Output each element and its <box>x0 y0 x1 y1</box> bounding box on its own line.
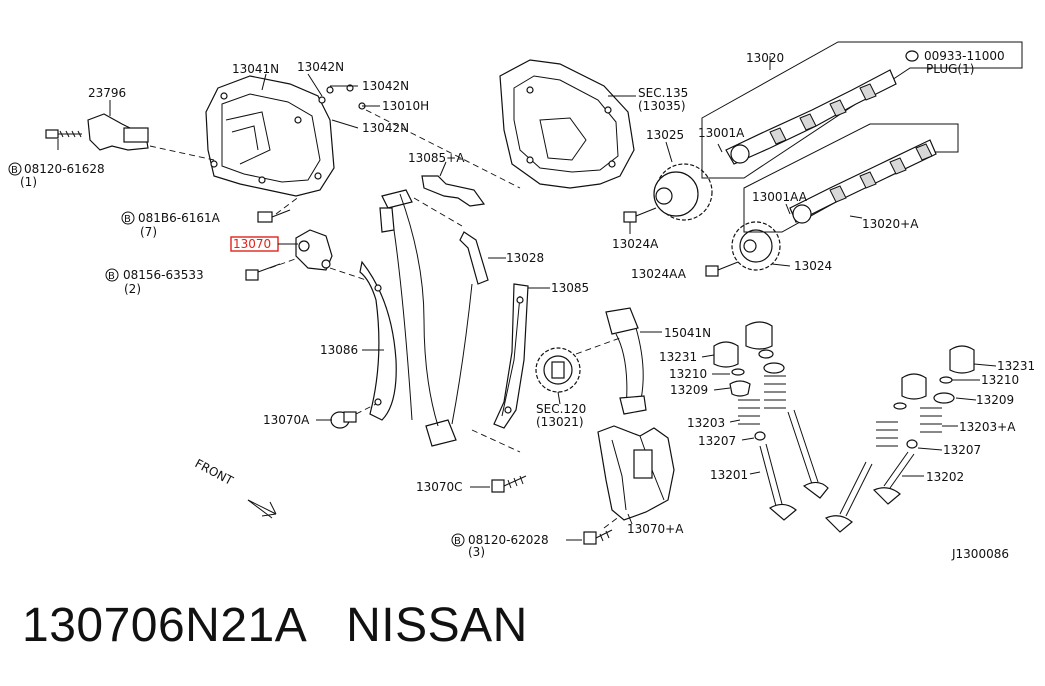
bolt-marker-1-letter: B <box>11 165 18 176</box>
bolt-08156-63533 <box>245 263 281 281</box>
label-13085: 13085 <box>551 281 589 295</box>
tensioner-13070 <box>295 229 333 271</box>
cam-sprocket-13024 <box>731 221 781 271</box>
label-13203-left: 13203 <box>687 416 725 430</box>
label-13024A: 13024A <box>612 237 659 251</box>
label-08120-61628-qty: (1) <box>20 175 37 189</box>
crank-sprocket-sec120 <box>535 347 581 393</box>
part-number-caption: 130706N21A NISSAN <box>22 599 528 652</box>
bolt-08120-61628 <box>45 129 82 150</box>
label-08156-63533: 08156-63533 <box>123 268 204 282</box>
camshaft-13020 <box>701 41 1023 179</box>
chain-guide-13085A <box>421 175 486 207</box>
label-13025: 13025 <box>646 128 684 142</box>
bolt-marker-2 <box>121 211 135 225</box>
front-cover-13041N <box>205 75 335 197</box>
label-13207-left: 13207 <box>698 434 736 448</box>
label-13207-right: 13207 <box>943 443 981 457</box>
label-13001A: 13001A <box>698 126 745 140</box>
label-13070A: 13070A <box>263 413 310 427</box>
label-08120-62028-qty: (3) <box>468 545 485 559</box>
label-13070A-plus: 13070+A <box>627 522 684 536</box>
bolt-081B6-6161A <box>257 209 291 223</box>
chain-guide-13085 <box>493 283 529 429</box>
label-13020: 13020 <box>746 51 784 65</box>
bolt-13070A <box>330 411 357 429</box>
camshaft-13020A <box>743 123 959 233</box>
sensor-23796 <box>87 100 149 151</box>
label-sec120: SEC.120 <box>536 402 586 416</box>
label-13010H: 13010H <box>382 99 429 113</box>
label-13209-right: 13209 <box>976 393 1014 407</box>
chain-15041N <box>605 307 647 415</box>
label-13024: 13024 <box>794 259 832 273</box>
bolt-13024AA <box>705 261 739 277</box>
bolt-marker-4-letter: B <box>454 536 461 547</box>
label-13042N-c: 13042N <box>362 121 409 135</box>
parts-diagram: 23796 13041N 13042N 13042N 13010H 13042N… <box>8 41 1035 561</box>
label-13086: 13086 <box>320 343 358 357</box>
label-13042N-a: 13042N <box>297 60 344 74</box>
label-13201: 13201 <box>710 468 748 482</box>
label-13203A: 13203+A <box>959 420 1016 434</box>
label-13231-left: 13231 <box>659 350 697 364</box>
label-081B6-6161A-qty: (7) <box>140 225 157 239</box>
label-08156-63533-qty: (2) <box>124 282 141 296</box>
label-13001AA: 13001AA <box>752 190 808 204</box>
label-sec120-ref: (13021) <box>536 415 584 429</box>
tensioner-13070A-plus <box>597 425 675 521</box>
label-13028: 13028 <box>506 251 544 265</box>
bolt-marker-1 <box>8 162 22 176</box>
label-sec135-ref: (13035) <box>638 99 686 113</box>
label-15041N: 15041N <box>664 326 711 340</box>
label-13202: 13202 <box>926 470 964 484</box>
diagram-code: J1300086 <box>951 547 1009 561</box>
chain-guide-13086 <box>359 260 397 421</box>
label-13070: 13070 <box>233 237 271 251</box>
cam-sprocket-13025 <box>653 163 713 221</box>
label-sec135: SEC.135 <box>638 86 688 100</box>
label-13042N-b: 13042N <box>362 79 409 93</box>
valve-train-left <box>713 321 829 521</box>
front-arrow-icon <box>247 499 277 519</box>
timing-chain-13028 <box>379 189 489 447</box>
bolt-13024A <box>623 207 657 223</box>
label-13210-left: 13210 <box>669 367 707 381</box>
label-13210-right: 13210 <box>981 373 1019 387</box>
bolt-marker-2-letter: B <box>124 214 131 225</box>
label-plug: PLUG(1) <box>926 62 974 76</box>
label-081B6-6161A: 081B6-6161A <box>138 211 221 225</box>
label-13209-left: 13209 <box>670 383 708 397</box>
label-08120-62028: 08120-62028 <box>468 533 549 547</box>
label-13085A: 13085+A <box>408 151 465 165</box>
bolt-marker-3-letter: B <box>108 271 115 282</box>
bolt-marker-3 <box>105 268 119 282</box>
bolt-08120-62028 <box>583 529 613 545</box>
label-13020A: 13020+A <box>862 217 919 231</box>
bolt-marker-4 <box>451 533 465 547</box>
label-13041N: 13041N <box>232 62 279 76</box>
label-23796: 23796 <box>88 86 126 100</box>
label-13024AA: 13024AA <box>631 267 687 281</box>
label-00933-11000: 00933-11000 <box>924 49 1005 63</box>
valve-train-right <box>824 345 975 533</box>
cylinder-head-sec135 <box>499 59 635 189</box>
front-label: FRONT <box>193 456 236 488</box>
label-13231-right: 13231 <box>997 359 1035 373</box>
bolt-13070C <box>491 475 527 493</box>
label-13070C: 13070C <box>416 480 463 494</box>
label-08120-61628: 08120-61628 <box>24 162 105 176</box>
